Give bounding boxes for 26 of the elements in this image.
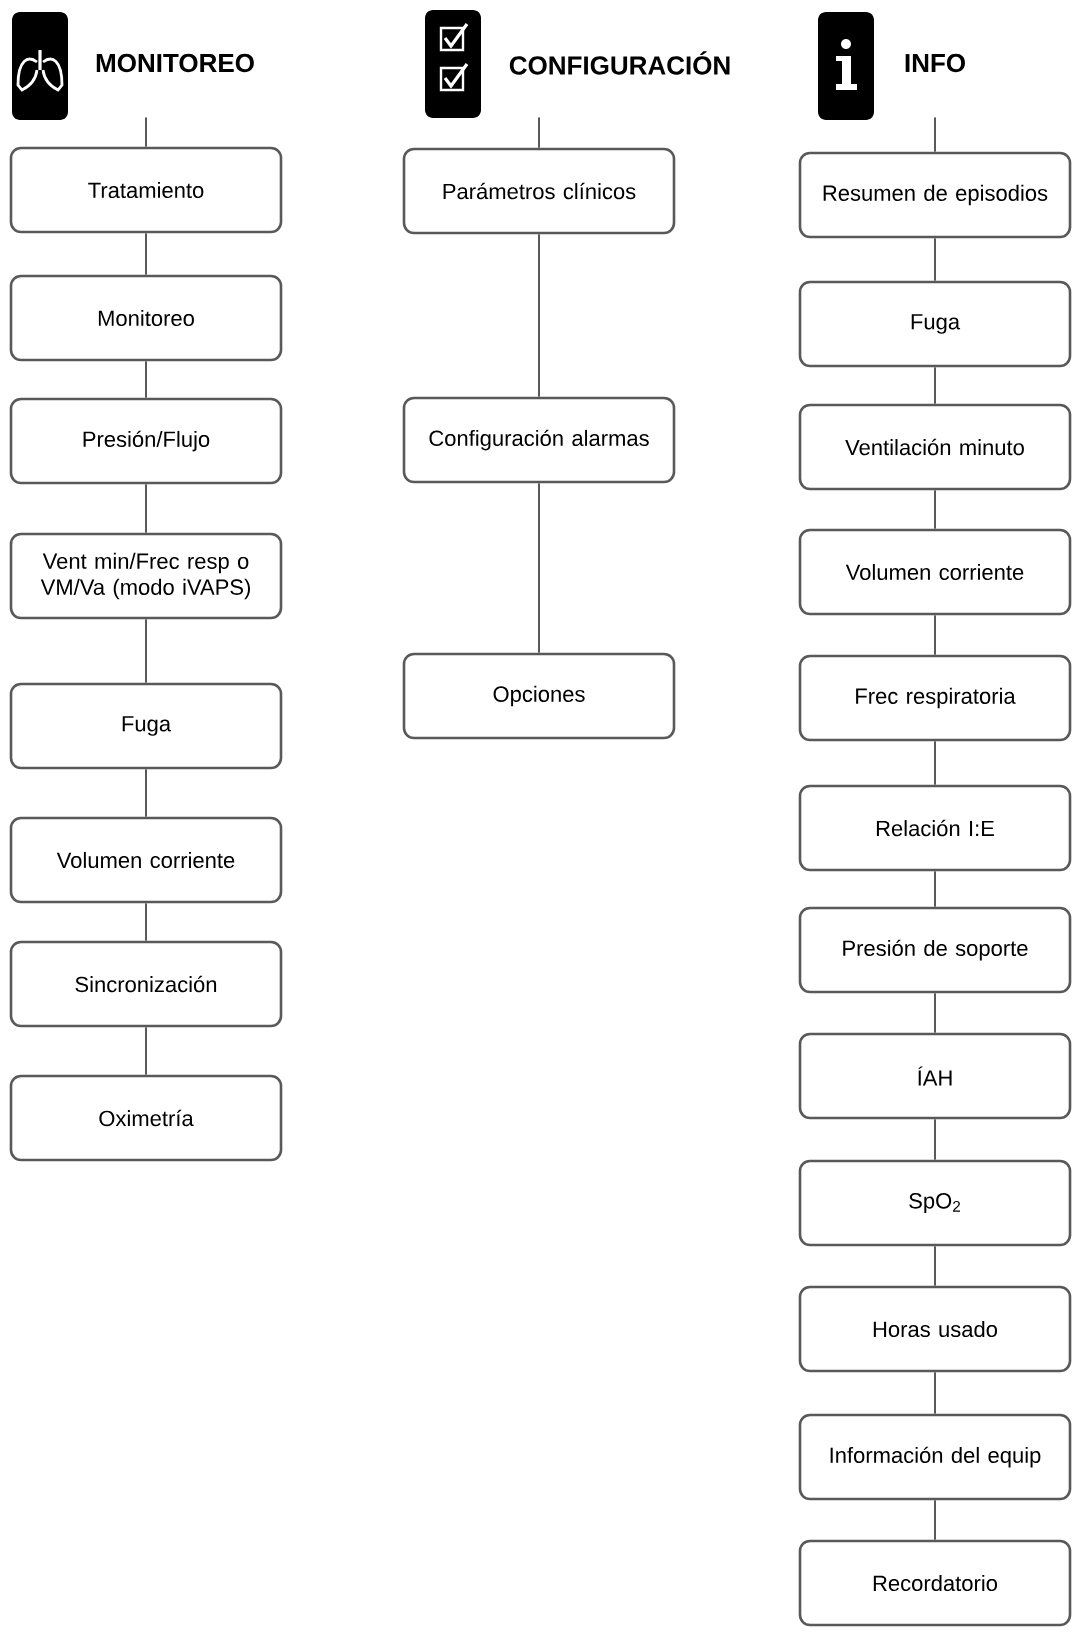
menu-box: Parámetros clínicos — [402, 147, 676, 235]
section-heading: CONFIGURACIÓN — [509, 51, 730, 75]
menu-box: Presión/Flujo — [9, 397, 283, 485]
menu-box: Relación I:E — [798, 784, 1072, 872]
menu-box: Monitoreo — [9, 274, 283, 362]
menu-box: Horas usado — [798, 1285, 1072, 1373]
menu-box: Vent min/Frec resp o VM/Va (modo iVAPS) — [9, 532, 283, 620]
menu-box: SpO$_{2}$ — [798, 1159, 1072, 1247]
menu-box: Fuga — [798, 280, 1072, 368]
menu-box: Tratamiento — [9, 146, 283, 234]
menu-box: Fuga — [9, 682, 283, 770]
menu-box: Configuración alarmas — [402, 396, 676, 484]
menu-box: Información del equip — [798, 1413, 1072, 1501]
section-heading: INFO — [905, 53, 965, 73]
menu-box: Recordatorio — [798, 1539, 1072, 1627]
menu-box: Sincronización — [9, 940, 283, 1028]
menu-box: Frec respiratoria — [798, 654, 1072, 742]
section-heading: MONITOREO — [96, 53, 254, 73]
menu-box: Opciones — [402, 652, 676, 740]
menu-box: Volumen corriente — [798, 528, 1072, 616]
menu-box: ÍAH — [798, 1032, 1072, 1120]
menu-box: Ventilación minuto — [798, 403, 1072, 491]
menu-box: Resumen de episodios — [798, 151, 1072, 239]
menu-box: Presión de soporte — [798, 906, 1072, 994]
menu-box: Oximetría — [9, 1074, 283, 1162]
menu-box: Volumen corriente — [9, 816, 283, 904]
